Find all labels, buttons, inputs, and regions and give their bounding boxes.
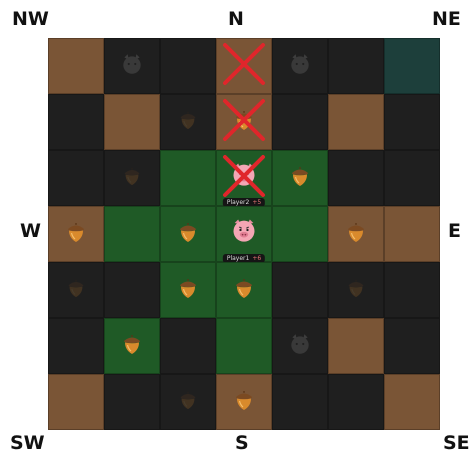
board-cell[interactable]: Player1+6 — [216, 206, 272, 262]
board-cell[interactable] — [328, 206, 384, 262]
board-cell[interactable] — [48, 38, 104, 94]
board-cell[interactable] — [104, 318, 160, 374]
board-cell[interactable] — [48, 318, 104, 374]
board-cell[interactable] — [384, 94, 440, 150]
board-cell[interactable] — [328, 38, 384, 94]
board-cell[interactable] — [104, 374, 160, 430]
faded-creature-icon — [119, 51, 145, 81]
board-cell[interactable] — [272, 150, 328, 206]
board-cell[interactable] — [216, 262, 272, 318]
compass-se-label: SE — [443, 432, 470, 454]
compass-nw-label: NW — [12, 8, 49, 30]
faded-acorn-icon — [177, 109, 199, 135]
faded-acorn-icon — [121, 165, 143, 191]
compass-s-label: S — [235, 432, 249, 454]
board-cell[interactable] — [328, 262, 384, 318]
board-cell[interactable] — [104, 94, 160, 150]
board-cell[interactable] — [328, 150, 384, 206]
board-cell[interactable] — [216, 38, 272, 94]
board-cell[interactable] — [384, 262, 440, 318]
board-cell[interactable] — [328, 94, 384, 150]
board-cell[interactable] — [384, 150, 440, 206]
cross-mark-icon — [221, 153, 267, 203]
cross-mark-icon — [221, 41, 267, 91]
acorn-icon — [232, 388, 256, 416]
board-cell[interactable] — [328, 318, 384, 374]
board-cell[interactable] — [48, 206, 104, 262]
board-cell[interactable] — [384, 374, 440, 430]
board-cell[interactable] — [160, 374, 216, 430]
board-cell[interactable] — [216, 94, 272, 150]
board-cell[interactable] — [272, 374, 328, 430]
board-cell[interactable] — [384, 38, 440, 94]
pig-player-icon — [230, 216, 258, 248]
board-cell[interactable] — [272, 318, 328, 374]
board-cell[interactable]: Player2+5 — [216, 150, 272, 206]
board-cell[interactable] — [160, 206, 216, 262]
compass-n-label: N — [228, 8, 244, 30]
compass-ne-label: NE — [432, 8, 461, 30]
compass-sw-label: SW — [10, 432, 45, 454]
board-cell[interactable] — [48, 150, 104, 206]
board-cell[interactable] — [272, 38, 328, 94]
faded-acorn-icon — [345, 277, 367, 303]
board-cell[interactable] — [216, 318, 272, 374]
board-cell[interactable] — [272, 94, 328, 150]
board-cell[interactable] — [160, 262, 216, 318]
player-name: Player1 — [227, 255, 250, 262]
board-cell[interactable] — [328, 374, 384, 430]
acorn-icon — [120, 332, 144, 360]
faded-creature-icon — [287, 51, 313, 81]
acorn-icon — [232, 276, 256, 304]
acorn-icon — [344, 220, 368, 248]
board-cell[interactable] — [104, 150, 160, 206]
board-cell[interactable] — [216, 374, 272, 430]
board-cell[interactable] — [272, 262, 328, 318]
board-cell[interactable] — [272, 206, 328, 262]
faded-acorn-icon — [177, 389, 199, 415]
compass-w-label: W — [20, 220, 41, 242]
board-cell[interactable] — [104, 206, 160, 262]
acorn-icon — [176, 220, 200, 248]
board-cell[interactable] — [48, 94, 104, 150]
board-cell[interactable] — [48, 262, 104, 318]
acorn-icon — [176, 276, 200, 304]
faded-creature-icon — [287, 331, 313, 361]
compass-e-label: E — [448, 220, 461, 242]
board-cell[interactable] — [160, 318, 216, 374]
board-cell[interactable] — [104, 38, 160, 94]
board-cell[interactable] — [384, 206, 440, 262]
board-cell[interactable] — [160, 94, 216, 150]
board-cell[interactable] — [160, 38, 216, 94]
acorn-icon — [288, 164, 312, 192]
faded-acorn-icon — [65, 277, 87, 303]
board-cell[interactable] — [160, 150, 216, 206]
board-cell[interactable] — [384, 318, 440, 374]
cross-mark-icon — [221, 97, 267, 147]
player-score-delta: +6 — [252, 255, 261, 262]
acorn-icon — [64, 220, 88, 248]
board-cell[interactable] — [104, 262, 160, 318]
board-cell[interactable] — [48, 374, 104, 430]
